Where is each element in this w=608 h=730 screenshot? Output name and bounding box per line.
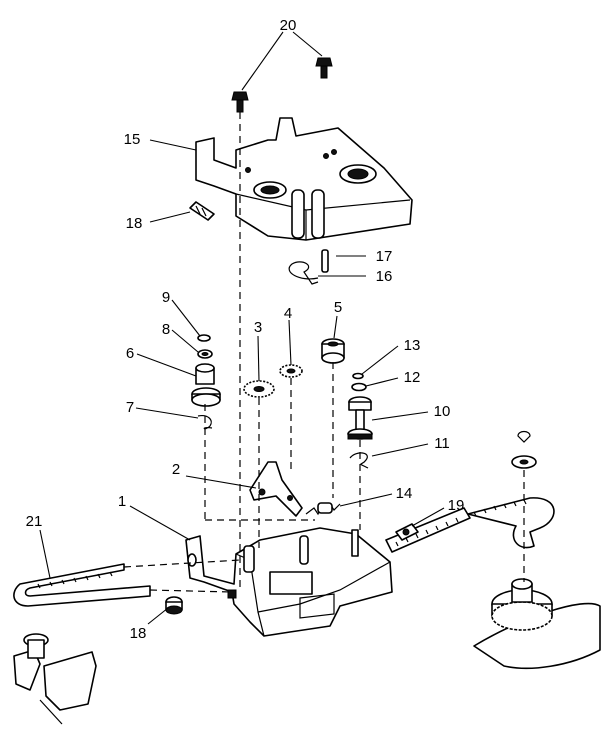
gear-bushing [321,338,345,364]
callout-12: 12 [404,369,421,386]
drive-belt-left [13,563,151,607]
callout-21: 21 [26,513,43,530]
callout-5: 5 [334,299,342,316]
gear-small [279,364,303,378]
callout-16: 16 [376,268,393,285]
turntable-washer [511,430,537,469]
callout-11: 11 [434,435,450,452]
washer-right [351,382,367,392]
screw-left [231,91,249,113]
leader-lines [39,31,445,625]
spring-upper [189,201,215,221]
gear-large [243,380,275,398]
washer-top [197,334,211,342]
callout-14: 14 [396,485,413,502]
callout-18-lower: 18 [130,625,147,642]
callout-9: 9 [162,289,170,306]
callout-1: 1 [118,493,126,510]
callout-7: 7 [126,399,134,416]
callout-18-upper: 18 [126,215,143,232]
wire-spring [288,261,319,285]
callout-4: 4 [284,305,292,322]
drive-belt-right [467,497,555,549]
washer-small [197,349,213,359]
callout-numbers: 20 15 18 17 16 9 8 6 7 3 4 5 13 12 10 11… [26,17,465,642]
spring-clip-right [349,452,369,469]
callout-20: 20 [280,17,297,34]
callout-10: 10 [434,403,451,420]
pulley-small [165,596,183,615]
callout-15: 15 [124,131,141,148]
base-chassis [185,527,393,637]
top-housing [195,117,413,241]
callout-3: 3 [254,319,262,336]
screw-right [315,57,333,79]
pin [321,249,329,273]
callout-8: 8 [162,321,170,338]
motor-pulley [13,633,97,725]
alignment-lines [123,112,525,593]
rack-clip [395,523,419,541]
e-ring [352,372,364,380]
turntable-gear [491,578,553,631]
callout-6: 6 [126,345,134,362]
lever [249,461,303,517]
callout-13: 13 [404,337,421,354]
gear-rack [385,507,471,553]
callout-2: 2 [172,461,180,478]
coil-spring [305,502,341,516]
callout-17: 17 [376,248,393,265]
roller-shaft [347,396,373,440]
pulley-gear [191,363,221,407]
callout-19: 19 [448,497,465,514]
